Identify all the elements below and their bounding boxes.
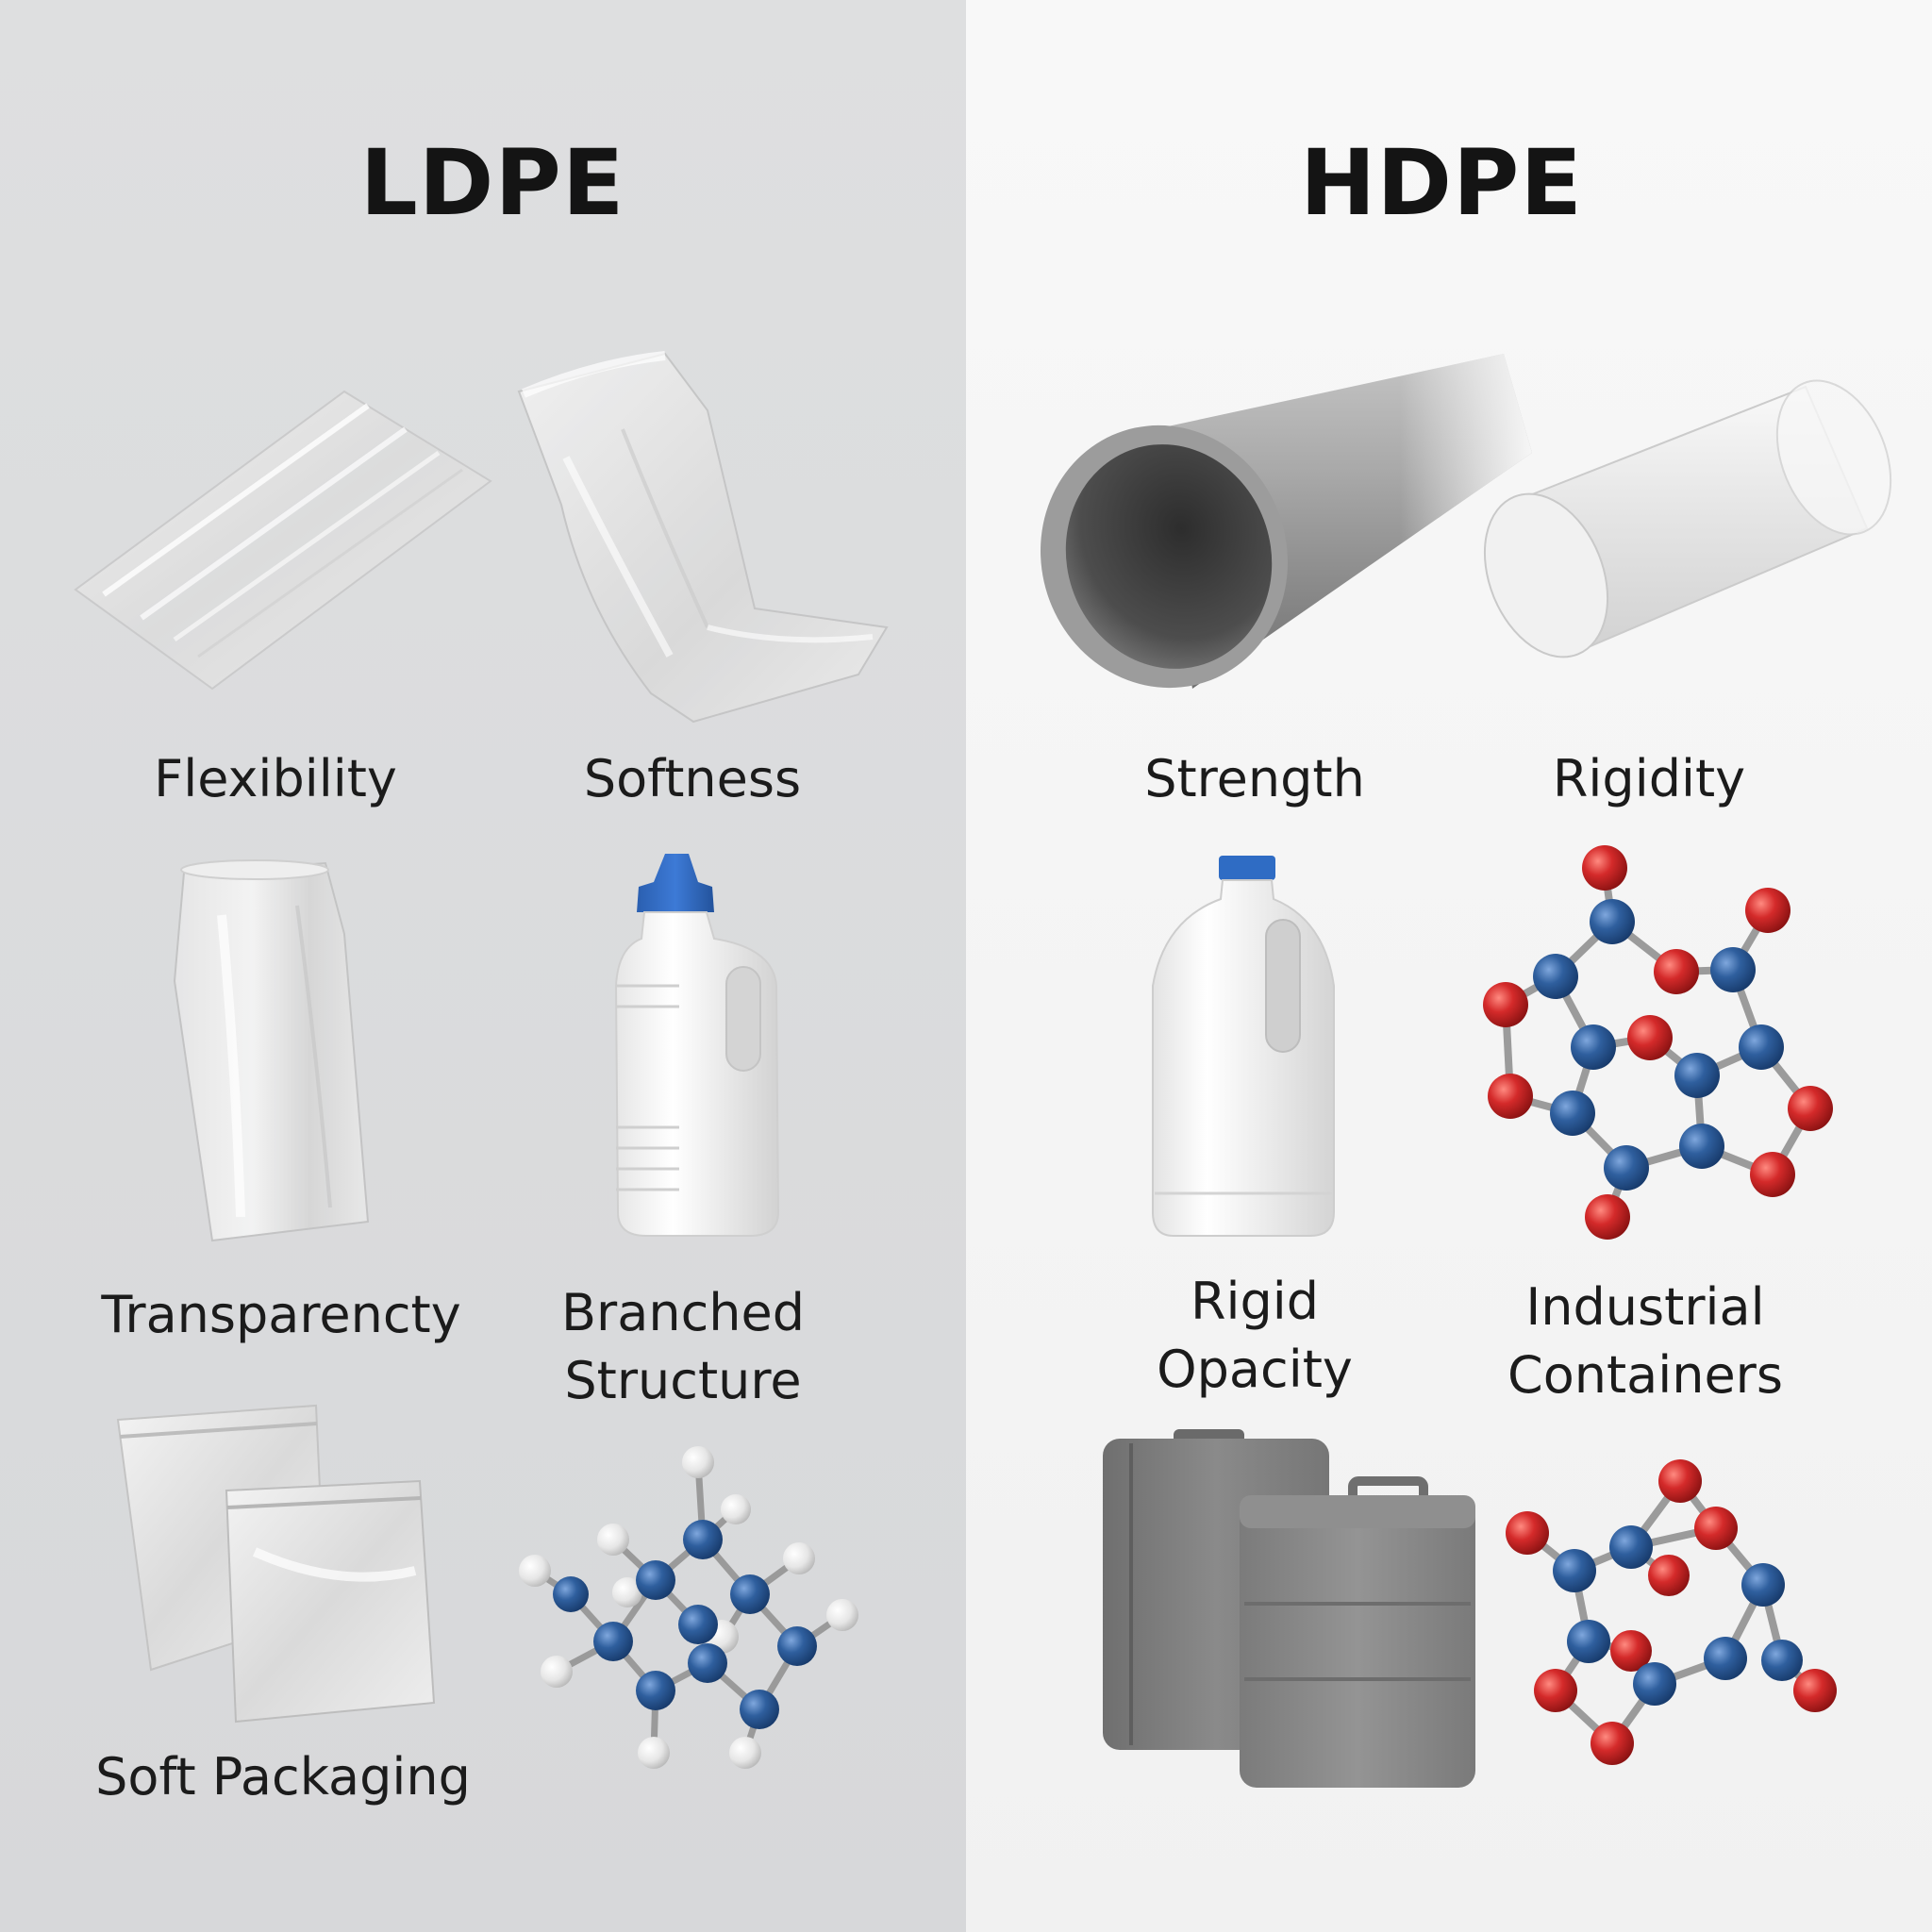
crystalline-molecule-small-icon [1506, 1459, 1837, 1765]
label-industrial-containers: Industrial Containers [1507, 1277, 1784, 1405]
label-transparency: Transparencty [101, 1285, 461, 1344]
ldpe-panel: LDPE Flexibility Softness [0, 0, 966, 1932]
label-soft-packaging: Soft Packaging [95, 1747, 471, 1807]
label-flexibility: Flexibility [154, 749, 397, 808]
jerrycans-icon [1103, 1429, 1475, 1788]
squeeze-bottle-icon [614, 854, 780, 1237]
label-strength: Strength [1144, 749, 1365, 808]
plastic-bag-icon [517, 351, 889, 724]
zip-bags-icon [116, 1404, 436, 1724]
label-branched-structure: Branched Structure [561, 1283, 805, 1410]
jug-icon [1152, 856, 1335, 1237]
crystalline-molecule-icon [1483, 845, 1833, 1240]
clear-sleeve-icon [173, 859, 370, 1242]
ldpe-title: LDPE [359, 130, 625, 236]
translucent-tube-icon [1483, 379, 1892, 658]
label-rigidity: Rigidity [1552, 749, 1746, 808]
hdpe-title: HDPE [1300, 130, 1583, 236]
branched-molecule-icon [519, 1446, 858, 1769]
flat-film-sheet-icon [74, 390, 492, 691]
gray-pipe-icon [1041, 354, 1532, 689]
label-rigid-opacity: Rigid Opacity [1157, 1272, 1353, 1399]
hdpe-panel: HDPE Strength Rigidity [966, 0, 1932, 1932]
label-softness: Softness [583, 749, 802, 808]
